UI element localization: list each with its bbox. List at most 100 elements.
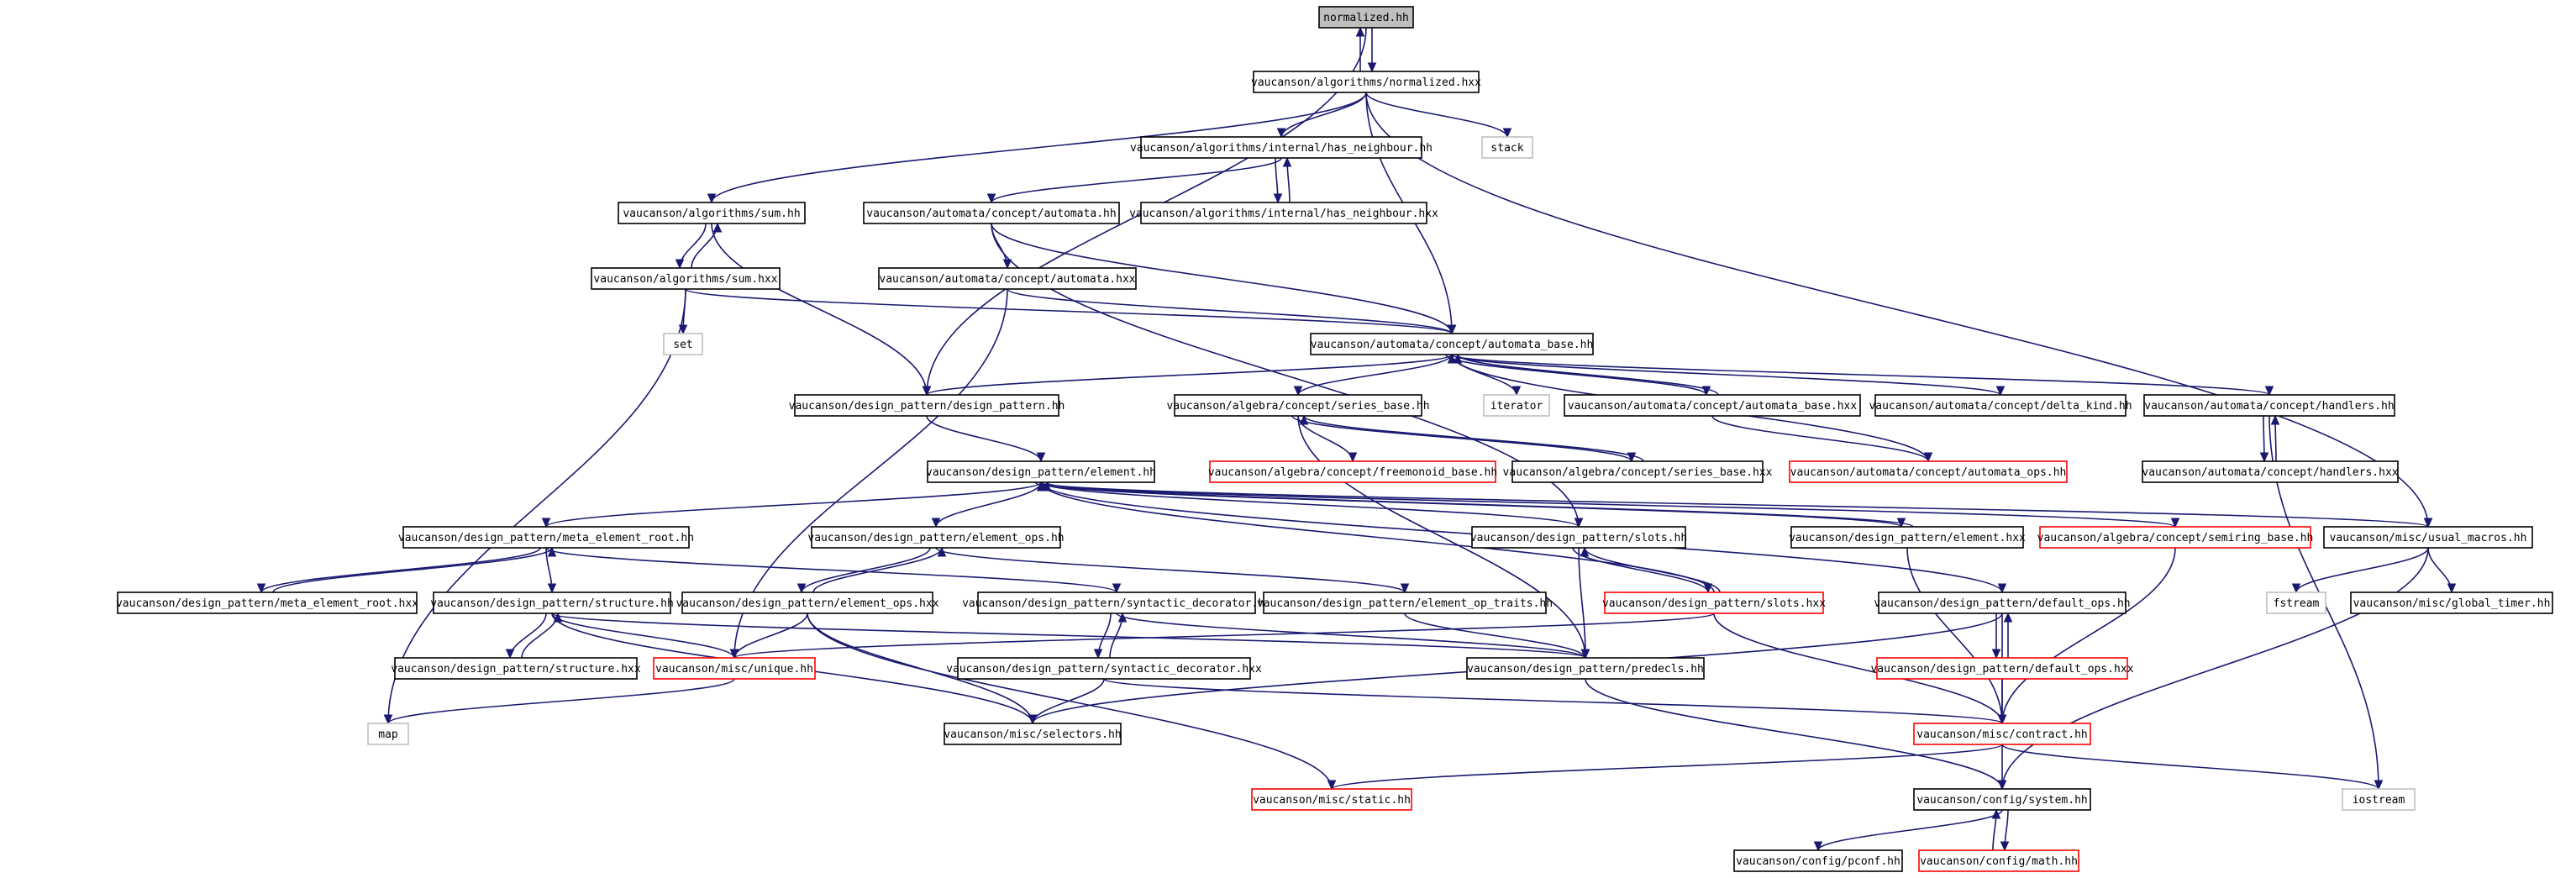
edge-arrowhead [383,714,393,725]
node-unique-hh[interactable]: vaucanson/misc/unique.hh [653,657,816,680]
svg-text:vaucanson/automata/concept/aut: vaucanson/automata/concept/automata_ops.… [1790,466,2067,479]
node-automata-ops-hh[interactable]: vaucanson/automata/concept/automata_ops.… [1789,460,2068,483]
node-syntactic-decorator-hxx[interactable]: vaucanson/design_pattern/syntactic_decor… [946,657,1262,680]
node-normalized-hh[interactable]: normalized.hh [1318,6,1414,29]
edge-arrowhead [1293,386,1303,397]
dependency-edge [1103,678,2003,724]
node-meta-element-root-hxx[interactable]: vaucanson/design_pattern/meta_element_ro… [116,591,418,614]
dependency-edge [1585,678,2003,790]
node-predecls-hh[interactable]: vaucanson/design_pattern/predecls.hh [1466,657,1705,680]
edge-arrowhead [1112,583,1122,594]
node-iterator[interactable]: iterator [1483,394,1550,417]
dependency-edge [387,288,686,724]
node-freemonoid-base-hh[interactable]: vaucanson/algebra/concept/freemonoid_bas… [1208,460,1497,483]
node-series-base-hxx[interactable]: vaucanson/algebra/concept/series_base.hx… [1503,460,1773,483]
node-element-op-traits-hh[interactable]: vaucanson/design_pattern/element_op_trai… [1257,591,1553,614]
dependency-edge [1457,354,1719,396]
node-element-ops-hh[interactable]: vaucanson/design_pattern/element_ops.hh [807,526,1065,549]
node-sum-hxx[interactable]: vaucanson/algorithms/sum.hxx [591,267,781,290]
node-automata-base-hxx[interactable]: vaucanson/automata/concept/automata_base… [1564,394,1861,417]
node-static-hh[interactable]: vaucanson/misc/static.hh [1251,788,1412,811]
dependency-edge [1906,547,2003,724]
edge-arrowhead [2291,583,2301,594]
node-has-neighbour-hxx[interactable]: vaucanson/algorithms/internal/has_neighb… [1129,202,1438,224]
node-meta-element-root-hh[interactable]: vaucanson/design_pattern/meta_element_ro… [398,526,694,549]
node-set[interactable]: set [663,333,703,355]
dependency-edge [1040,481,2429,528]
node-slots-hxx[interactable]: vaucanson/design_pattern/slots.hxx [1602,591,1826,614]
node-stack[interactable]: stack [1481,136,1533,159]
edge-arrowhead [1036,452,1046,463]
node-concept-automata-hxx[interactable]: vaucanson/automata/concept/automata.hxx [878,267,1137,290]
node-global-timer-hh[interactable]: vaucanson/misc/global_timer.hh [2350,591,2553,614]
node-sum-hh[interactable]: vaucanson/algorithms/sum.hh [618,202,806,224]
dependency-edge [1451,354,2270,396]
edge-arrowhead [1502,128,1512,139]
node-structure-hxx[interactable]: vaucanson/design_pattern/structure.hxx [391,657,641,680]
node-algorithms-normalized-hxx[interactable]: vaucanson/algorithms/normalized.hxx [1251,71,1481,93]
svg-text:vaucanson/misc/unique.hh: vaucanson/misc/unique.hh [655,663,813,676]
dependency-edge [733,612,808,659]
node-element-hxx[interactable]: vaucanson/design_pattern/element.hxx [1789,526,2026,549]
svg-text:stack: stack [1490,142,1523,155]
node-fstream[interactable]: fstream [2266,591,2326,614]
node-semiring-base-hh[interactable]: vaucanson/algebra/concept/semiring_base.… [2037,526,2314,549]
edge-arrowhead [256,583,266,594]
edge-arrowhead [2270,414,2280,425]
node-design-pattern-hh[interactable]: vaucanson/design_pattern/design_pattern.… [789,394,1065,417]
node-system-hh[interactable]: vaucanson/config/system.hh [1913,788,2091,811]
dependency-edge [545,547,1117,593]
svg-text:vaucanson/design_pattern/meta_: vaucanson/design_pattern/meta_element_ro… [116,597,418,610]
dependency-edge [926,354,1453,396]
node-map[interactable]: map [367,723,409,745]
svg-text:vaucanson/algorithms/normalize: vaucanson/algorithms/normalized.hxx [1251,76,1481,89]
dependency-edge [387,678,735,724]
dependency-edge [551,612,1586,659]
dependency-edge [272,547,553,593]
edge-arrowhead [2170,518,2180,528]
node-default-ops-hxx[interactable]: vaucanson/design_pattern/default_ops.hxx [1870,657,2134,680]
node-iostream[interactable]: iostream [2342,788,2416,811]
svg-text:vaucanson/automata/concept/han: vaucanson/automata/concept/handlers.hh [2144,400,2394,413]
svg-text:vaucanson/design_pattern/defau: vaucanson/design_pattern/default_ops.hxx [1870,663,2133,676]
node-math-hh[interactable]: vaucanson/config/math.hh [1918,849,2079,872]
node-handlers-hh[interactable]: vaucanson/automata/concept/handlers.hh [2143,394,2395,417]
node-contract-hh[interactable]: vaucanson/misc/contract.hh [1913,723,2091,745]
edge-arrowhead [1400,583,1410,594]
svg-text:vaucanson/misc/global_timer.hh: vaucanson/misc/global_timer.hh [2353,597,2551,610]
node-element-hh[interactable]: vaucanson/design_pattern/element.hh [926,460,1156,483]
node-concept-automata-hh[interactable]: vaucanson/automata/concept/automata.hh [863,202,1120,224]
edge-arrowhead [1273,193,1283,204]
dependency-edge [1365,92,1508,138]
edge-arrowhead [1367,62,1377,73]
node-syntactic-decorator-hh[interactable]: vaucanson/design_pattern/syntactic_decor… [962,591,1271,614]
dependency-edge [1297,415,1586,659]
node-pconf-hh[interactable]: vaucanson/config/pconf.hh [1733,849,1903,872]
dependency-edge [260,547,541,593]
dependency-edge [1331,744,2003,790]
node-default-ops-hh[interactable]: vaucanson/design_pattern/default_ops.hh [1874,591,2131,614]
svg-text:set: set [673,339,692,351]
node-delta-kind-hh[interactable]: vaucanson/automata/concept/delta_kind.hh [1869,394,2132,417]
node-structure-hh[interactable]: vaucanson/design_pattern/structure.hh [430,591,674,614]
node-usual-macros-hh[interactable]: vaucanson/misc/usual_macros.hh [2323,526,2533,549]
svg-text:vaucanson/config/pconf.hh: vaucanson/config/pconf.hh [1736,855,1900,868]
edge-arrowhead [1002,259,1012,270]
node-series-base-hh[interactable]: vaucanson/algebra/concept/series_base.hh [1166,394,1430,417]
node-handlers-hxx[interactable]: vaucanson/automata/concept/handlers.hxx [2142,460,2399,483]
svg-text:vaucanson/algorithms/sum.hxx: vaucanson/algorithms/sum.hxx [593,273,777,286]
dependency-edge [1713,612,2003,724]
node-slots-hh[interactable]: vaucanson/design_pattern/slots.hh [1470,526,1687,549]
svg-text:vaucanson/algebra/concept/semi: vaucanson/algebra/concept/semiring_base.… [2037,532,2314,544]
dependency-edge [2001,547,2429,790]
node-automata-base-hh[interactable]: vaucanson/automata/concept/automata_base… [1310,333,1594,355]
dependency-edge [1297,354,1453,396]
edge-arrowhead [1574,518,1584,528]
svg-text:vaucanson/automata/concept/aut: vaucanson/automata/concept/automata.hh [866,208,1116,220]
node-has-neighbour-hh[interactable]: vaucanson/algorithms/internal/has_neighb… [1130,136,1433,159]
node-element-ops-hxx[interactable]: vaucanson/design_pattern/element_ops.hxx [676,591,939,614]
edge-arrowhead [1355,26,1365,37]
edge-arrowhead [1995,386,2006,397]
node-selectors-hh[interactable]: vaucanson/misc/selectors.hh [944,723,1122,745]
svg-text:vaucanson/automata/concept/del: vaucanson/automata/concept/delta_kind.hh [1869,400,2132,413]
